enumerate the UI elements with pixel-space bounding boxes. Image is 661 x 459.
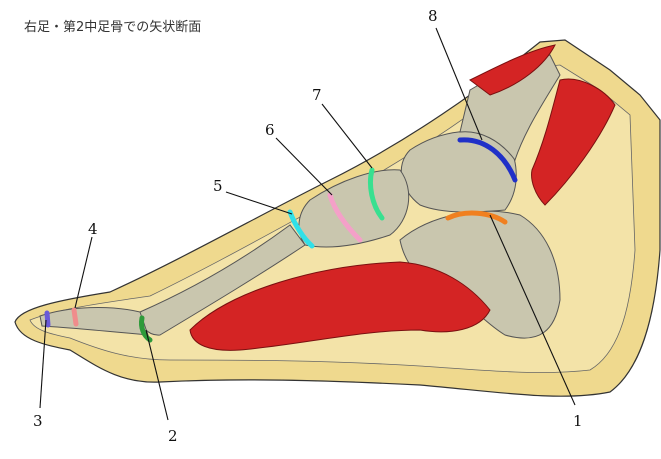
leader-line-7 <box>321 103 373 169</box>
joint-marker-6 <box>327 192 363 243</box>
label-1: 1 <box>573 412 583 430</box>
leader-line-6 <box>275 137 333 196</box>
leader-line-2 <box>145 329 169 421</box>
leader-line-8 <box>435 27 483 141</box>
joint-marker-1 <box>445 210 508 225</box>
joint-marker-5 <box>287 209 315 249</box>
joint-marker-3 <box>44 310 51 328</box>
joint-marker-4 <box>71 307 79 327</box>
second-metatarsal <box>139 224 306 336</box>
label-2: 2 <box>168 427 178 445</box>
label-8: 8 <box>428 7 438 25</box>
joint-marker-8 <box>457 137 518 183</box>
plantar-muscles <box>189 261 491 351</box>
label-3: 3 <box>33 412 43 430</box>
leader-line-1 <box>489 214 576 406</box>
label-6: 6 <box>265 121 275 139</box>
leader-line-4 <box>74 236 93 309</box>
posterior-leg-muscle <box>531 78 616 206</box>
label-5: 5 <box>213 177 223 195</box>
extensor-muscle <box>469 44 556 96</box>
label-4: 4 <box>88 220 98 238</box>
label-7: 7 <box>312 86 322 104</box>
joint-marker-7 <box>367 167 385 221</box>
diagram-title: 右足・第2中足骨での矢状断面 <box>24 20 202 35</box>
leader-line-5 <box>225 191 293 215</box>
leader-line-3 <box>39 319 47 409</box>
